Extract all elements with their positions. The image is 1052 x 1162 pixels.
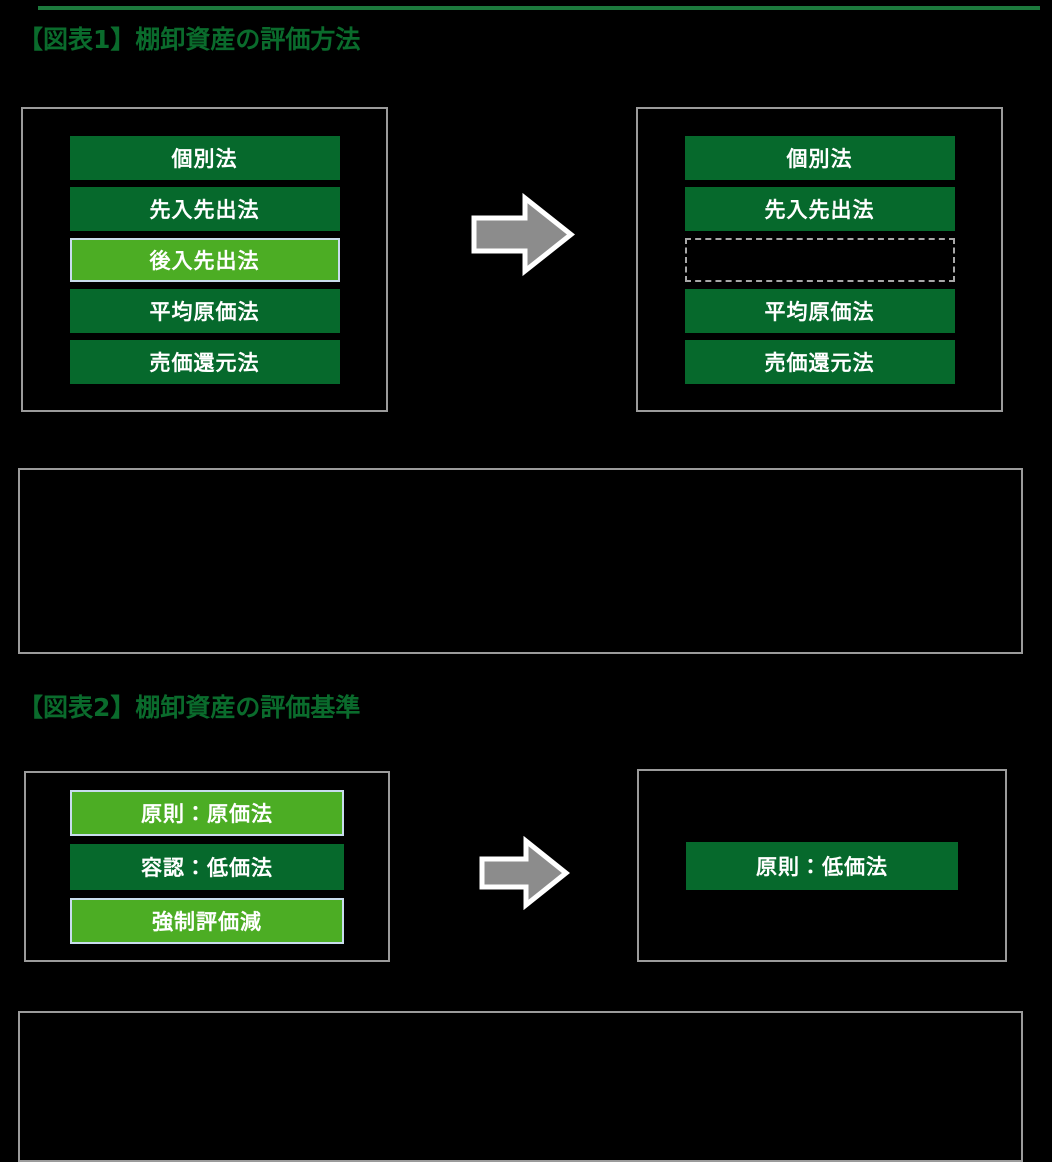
figure-2-after-chip-list: 原則：低価法 bbox=[639, 771, 1005, 960]
right-arrow-icon-figure-1 bbox=[471, 192, 575, 277]
figure-2-before-panel: 原則：原価法 容認：低価法 強制評価減 bbox=[24, 771, 390, 962]
figure-2-after-panel: 原則：低価法 bbox=[637, 769, 1007, 962]
figure-2-before-chip-list: 原則：原価法 容認：低価法 強制評価減 bbox=[26, 773, 388, 960]
figure-2-title: 【図表2】棚卸資産の評価基準 bbox=[18, 693, 361, 722]
chip-heikin-genka-after: 平均原価法 bbox=[684, 288, 955, 333]
top-accent-rule bbox=[38, 6, 1040, 10]
figure-2-note-box bbox=[18, 1011, 1023, 1162]
chip-kobetsu-ho: 個別法 bbox=[69, 135, 340, 180]
chip-gensoku-teikaho: 原則：低価法 bbox=[686, 841, 958, 890]
figure-1-after-chip-list: 個別法 先入先出法 平均原価法 売価還元法 bbox=[638, 109, 1001, 410]
chip-gensoku-genkaho: 原則：原価法 bbox=[70, 789, 344, 836]
chip-atoire-sakidashi: 後入先出法 bbox=[69, 237, 340, 282]
chip-younin-teikaho: 容認：低価法 bbox=[70, 843, 344, 890]
figure-1-after-panel: 個別法 先入先出法 平均原価法 売価還元法 bbox=[636, 107, 1003, 412]
figure-1-before-chip-list: 個別法 先入先出法 後入先出法 平均原価法 売価還元法 bbox=[23, 109, 386, 410]
chip-baika-kangen-after: 売価還元法 bbox=[684, 339, 955, 384]
figure-1-title: 【図表1】棚卸資産の評価方法 bbox=[18, 25, 361, 54]
chip-kyousei-hyoukagen: 強制評価減 bbox=[70, 897, 344, 944]
chip-sakiire-sakidashi-after: 先入先出法 bbox=[684, 186, 955, 231]
chip-kobetsu-ho-after: 個別法 bbox=[684, 135, 955, 180]
chip-baika-kangen: 売価還元法 bbox=[69, 339, 340, 384]
chip-sakiire-sakidashi: 先入先出法 bbox=[69, 186, 340, 231]
figure-1-note-box bbox=[18, 468, 1023, 654]
right-arrow-icon-figure-2 bbox=[479, 836, 570, 910]
chip-removed-placeholder bbox=[684, 237, 955, 282]
chip-heikin-genka: 平均原価法 bbox=[69, 288, 340, 333]
figure-1-before-panel: 個別法 先入先出法 後入先出法 平均原価法 売価還元法 bbox=[21, 107, 388, 412]
